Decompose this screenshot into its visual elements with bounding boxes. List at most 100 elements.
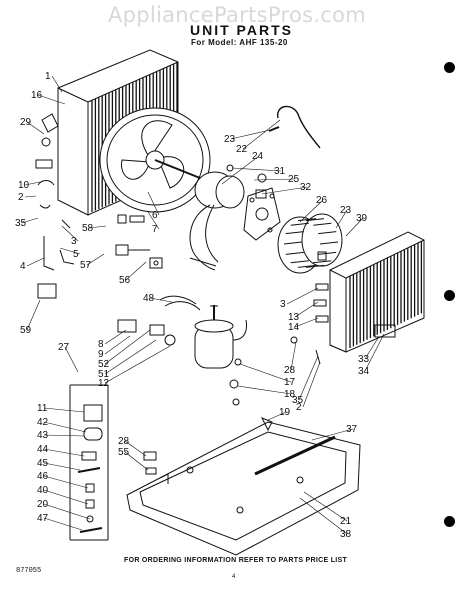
callout-leader bbox=[124, 451, 149, 471]
callout-leader bbox=[43, 434, 85, 437]
callout-52: 52 bbox=[98, 359, 110, 370]
motor-mount-plate bbox=[243, 187, 281, 241]
callout-55: 55 bbox=[118, 447, 130, 458]
callout-25: 25 bbox=[288, 174, 300, 185]
callout-leader bbox=[104, 329, 151, 365]
callout-56: 56 bbox=[119, 275, 131, 286]
callout-59: 59 bbox=[20, 325, 32, 336]
callout-leader bbox=[61, 225, 79, 242]
callout-leader bbox=[104, 329, 127, 345]
callout-33: 33 bbox=[358, 354, 370, 365]
callout-leader bbox=[51, 75, 63, 93]
callout-leader bbox=[147, 191, 160, 216]
callout-51: 51 bbox=[98, 369, 110, 380]
document-number: 877055 bbox=[16, 567, 42, 575]
callout-leader bbox=[230, 129, 271, 140]
callout-leader bbox=[237, 385, 292, 395]
misc-hardware bbox=[35, 113, 396, 475]
callout-leader bbox=[299, 497, 348, 535]
callout-22: 22 bbox=[236, 144, 248, 155]
callout-45: 45 bbox=[37, 458, 49, 469]
callout-23: 23 bbox=[224, 134, 236, 145]
callout-leader bbox=[43, 448, 85, 457]
ordering-footer: FOR ORDERING INFORMATION REFER TO PARTS … bbox=[124, 557, 348, 564]
base-pan bbox=[126, 421, 361, 556]
callout-leader bbox=[303, 491, 348, 522]
callout-leader bbox=[104, 345, 171, 384]
callout-leader bbox=[21, 217, 39, 224]
callout-leader bbox=[24, 195, 37, 198]
callout-2: 2 bbox=[18, 192, 24, 203]
callout-31: 31 bbox=[274, 166, 286, 177]
callout-leader bbox=[43, 407, 85, 413]
callout-2: 2 bbox=[296, 402, 302, 413]
callout-leader bbox=[64, 346, 79, 373]
callout-leader bbox=[104, 335, 131, 355]
callout-leader bbox=[43, 475, 89, 489]
wire-strap bbox=[277, 105, 321, 149]
compressor bbox=[194, 305, 248, 369]
callout-47: 47 bbox=[37, 513, 49, 524]
callout-1: 1 bbox=[45, 71, 51, 82]
binder-hole-top bbox=[444, 62, 455, 73]
callout-42: 42 bbox=[37, 417, 49, 428]
callout-14: 14 bbox=[288, 322, 300, 333]
callout-32: 32 bbox=[300, 182, 312, 193]
callout-20: 20 bbox=[37, 499, 49, 510]
callout-leader bbox=[147, 211, 160, 230]
callout-leader bbox=[125, 261, 147, 281]
callout-leader bbox=[124, 440, 147, 457]
fan-blade bbox=[99, 107, 211, 213]
callout-28: 28 bbox=[118, 436, 130, 447]
callout-leader bbox=[267, 411, 287, 421]
callout-57: 57 bbox=[80, 260, 92, 271]
callout-leader bbox=[294, 301, 319, 318]
callout-leader bbox=[302, 361, 321, 408]
callout-leader bbox=[88, 225, 107, 229]
callout-leader bbox=[26, 257, 45, 267]
callout-34: 34 bbox=[358, 366, 370, 377]
callout-leader bbox=[299, 199, 324, 223]
callout-leader bbox=[149, 297, 173, 303]
callout-leader bbox=[221, 155, 260, 185]
callout-leader bbox=[43, 421, 87, 433]
callout-leader bbox=[286, 287, 319, 305]
callout-leader bbox=[239, 363, 292, 383]
watermark: AppliancePartsPros.com bbox=[107, 3, 367, 27]
callout-leader bbox=[26, 121, 45, 135]
callout-23: 23 bbox=[340, 205, 352, 216]
callout-leader bbox=[345, 217, 364, 237]
callout-leader bbox=[261, 186, 308, 195]
callout-leader bbox=[253, 178, 296, 181]
callout-40: 40 bbox=[37, 485, 49, 496]
callout-19: 19 bbox=[279, 407, 291, 418]
callout-18: 18 bbox=[284, 389, 296, 400]
model-label: For Model: AHF 135-20 bbox=[191, 38, 288, 47]
callout-leader bbox=[104, 339, 157, 375]
callout-3: 3 bbox=[71, 236, 77, 247]
callout-37: 37 bbox=[346, 424, 358, 435]
callout-leader bbox=[24, 181, 41, 186]
callout-leader bbox=[37, 94, 66, 105]
callout-28: 28 bbox=[284, 365, 296, 376]
binder-hole-bottom bbox=[444, 516, 455, 527]
callout-7: 7 bbox=[152, 224, 158, 235]
callout-leader bbox=[43, 462, 81, 471]
callout-leader bbox=[298, 355, 319, 401]
callout-39: 39 bbox=[356, 213, 368, 224]
callout-46: 46 bbox=[37, 471, 49, 482]
callout-leader bbox=[43, 503, 91, 520]
callout-43: 43 bbox=[37, 430, 49, 441]
callout-leader bbox=[335, 209, 348, 229]
callout-58: 58 bbox=[82, 223, 94, 234]
callout-13: 13 bbox=[288, 312, 300, 323]
callout-3: 3 bbox=[280, 299, 286, 310]
callout-44: 44 bbox=[37, 444, 49, 455]
callout-38: 38 bbox=[340, 529, 352, 540]
callout-4: 4 bbox=[20, 261, 26, 272]
callout-9: 9 bbox=[98, 349, 104, 360]
callout-10: 10 bbox=[18, 180, 30, 191]
callout-8: 8 bbox=[98, 339, 104, 350]
